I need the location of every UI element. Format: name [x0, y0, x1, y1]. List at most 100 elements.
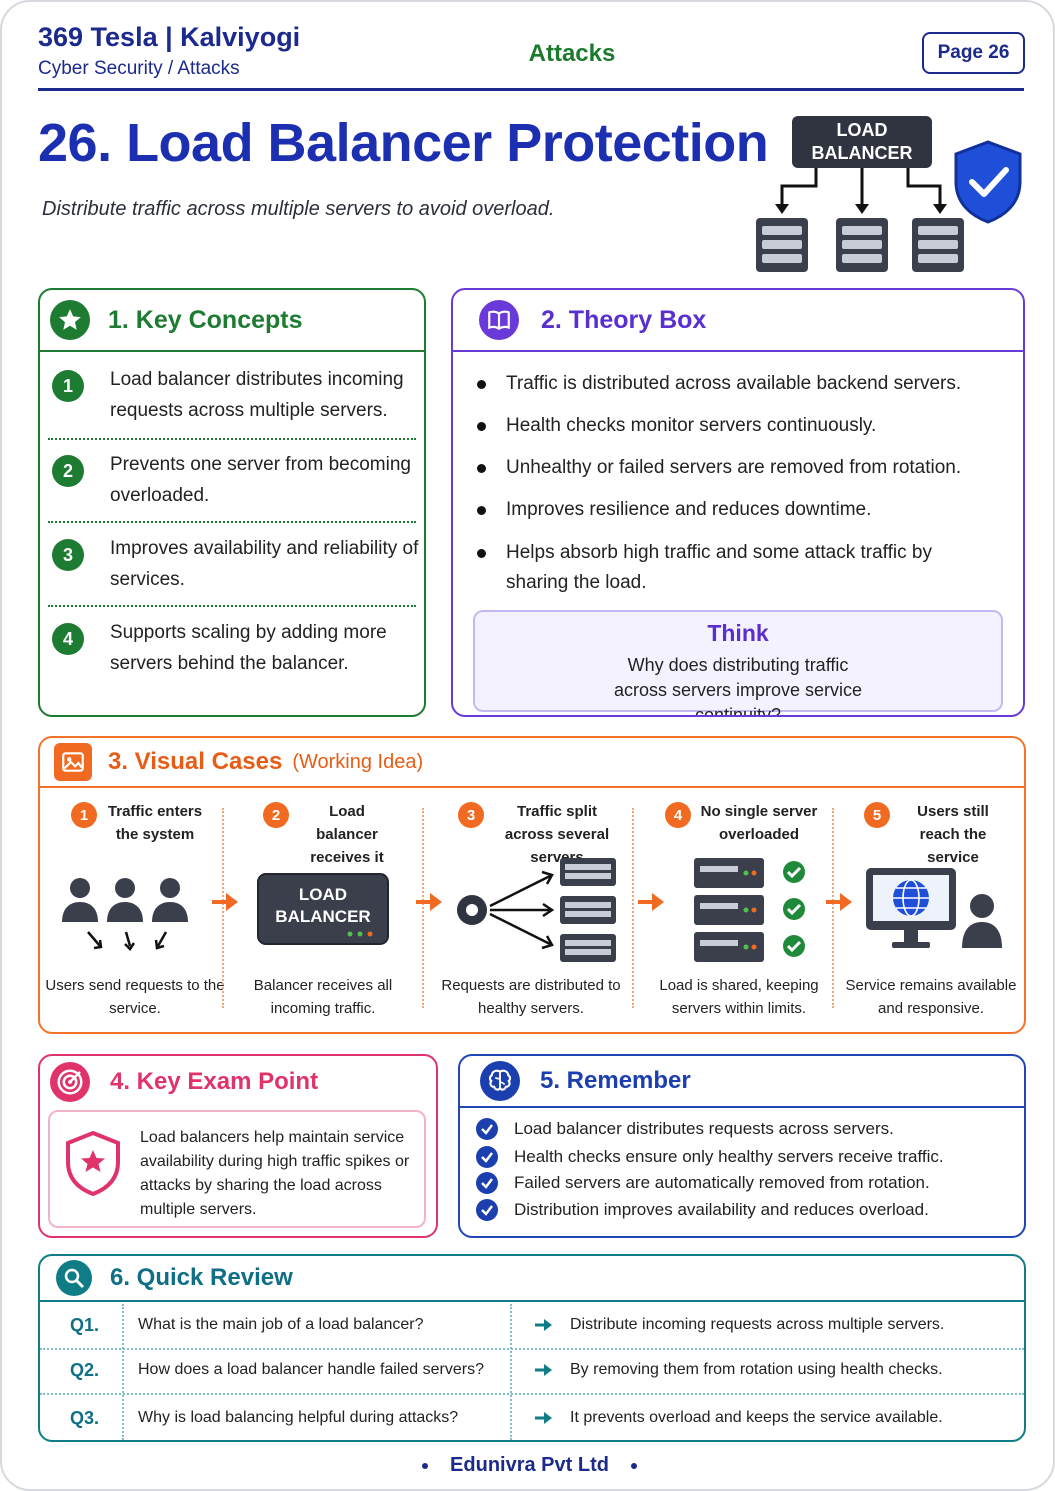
footer-company: Edunivra Pvt Ltd [450, 1454, 609, 1476]
step-caption: No single server overloaded [700, 803, 818, 843]
visual-cases-header: 3. Visual Cases (Working Idea) [40, 738, 1024, 788]
bullet-icon [630, 1462, 637, 1469]
theory-text: Traffic is distributed across available … [506, 373, 962, 394]
quick-review-panel: 6. Quick Review Q1. What is the main job… [38, 1254, 1026, 1442]
target-icon [50, 1062, 90, 1102]
page-subtitle: Distribute traffic across multiple serve… [42, 198, 555, 220]
remember-item: Failed servers are automatically removed… [476, 1172, 930, 1194]
theory-title: 2. Theory Box [541, 305, 707, 334]
bullet-icon [422, 1462, 429, 1469]
page-title: 26. Load Balancer Protection [38, 113, 769, 173]
theory-panel: 2. Theory Box Traffic is distributed acr… [451, 288, 1025, 717]
visual-step-5: 5 Users still reach the service [846, 800, 1024, 869]
question-text: How does a load balancer handle failed s… [138, 1361, 484, 1378]
step-desc: Requests are distributed to healthy serv… [441, 977, 621, 1017]
step-number: 1 [71, 802, 97, 828]
question-number: Q3. [70, 1407, 100, 1428]
check-icon [783, 861, 805, 957]
split-servers-icon [457, 858, 616, 962]
remember-title: 5. Remember [540, 1067, 691, 1094]
arrow-right-icon [535, 1364, 552, 1376]
load-balancer-icon: LOAD BALANCER [257, 873, 389, 945]
think-title: Think [707, 620, 769, 646]
check-icon [476, 1146, 498, 1168]
book-icon [479, 300, 519, 340]
key-concepts-header: 1. Key Concepts [40, 290, 424, 352]
review-row: Q1. What is the main job of a load balan… [40, 1302, 1024, 1348]
step-number: 4 [665, 802, 691, 828]
step-caption: Load balancer receives it [310, 803, 384, 866]
server-icon [560, 858, 616, 962]
review-row: Q3. Why is load balancing helpful during… [40, 1395, 1024, 1440]
theory-text: Unhealthy or failed servers are removed … [506, 457, 962, 478]
concept-item: 3 Improves availability and reliability … [48, 533, 420, 595]
exam-text: Load balancers help maintain service ava… [140, 1129, 410, 1218]
visual-step-1: 1 Traffic enters the system [48, 800, 228, 846]
arrow-right-icon [535, 1319, 552, 1331]
step-desc: Users send requests to the service. [45, 977, 225, 1017]
answer-text: It prevents overload and keeps the servi… [570, 1409, 943, 1426]
arrow-right-icon [416, 893, 442, 911]
concept-text: Load balancer distributes incoming reque… [110, 369, 404, 421]
divider [422, 808, 424, 1008]
image-icon [54, 743, 92, 781]
remember-text: Health checks ensure only healthy server… [514, 1147, 944, 1166]
divider [632, 808, 634, 1008]
theory-item: Helps absorb high traffic and some attac… [473, 538, 933, 598]
shield-star-icon [66, 1130, 120, 1196]
step-number: 3 [458, 802, 484, 828]
step-number: 2 [263, 802, 289, 828]
star-icon [50, 300, 90, 340]
divider [510, 1304, 512, 1440]
remember-text: Failed servers are automatically removed… [514, 1173, 930, 1192]
key-concepts-title: 1. Key Concepts [108, 305, 303, 334]
header-divider [38, 88, 1024, 91]
question-text: What is the main job of a load balancer? [138, 1316, 424, 1333]
visual-cases-title: 3. Visual Cases [108, 748, 283, 775]
footer: Edunivra Pvt Ltd [2, 1454, 1055, 1477]
concept-number: 2 [52, 455, 84, 487]
think-box: Think Why does distributing traffic acro… [473, 610, 1003, 715]
remember-item: Load balancer distributes requests acros… [476, 1118, 894, 1140]
answer-text: By removing them from rotation using hea… [570, 1361, 943, 1378]
theory-header: 2. Theory Box [453, 290, 1023, 352]
theory-text: Health checks monitor servers continuous… [506, 415, 877, 436]
divider [222, 808, 224, 1008]
arrow-right-icon [826, 893, 852, 911]
breadcrumb: Cyber Security / Attacks [38, 58, 240, 79]
question-number: Q1. [70, 1314, 100, 1335]
theory-item: Traffic is distributed across available … [473, 369, 1003, 399]
visual-cases-note: (Working Idea) [292, 750, 424, 773]
visual-step-4: 4 No single server overloaded [652, 800, 832, 846]
concept-item: 1 Load balancer distributes incoming req… [48, 364, 420, 426]
concept-number: 3 [52, 539, 84, 571]
arrow-right-icon [638, 893, 664, 911]
question-number: Q2. [70, 1359, 100, 1380]
brain-icon [480, 1061, 520, 1101]
concept-item: 2 Prevents one server from becoming over… [48, 449, 420, 511]
load-balancer-hero-icon: LOAD BALANCER [756, 116, 1022, 272]
step-caption: Traffic enters the system [107, 803, 203, 843]
step-caption: Users still reach the service [917, 803, 989, 866]
divider [48, 438, 416, 440]
divider [48, 521, 416, 523]
concept-text: Supports scaling by adding more servers … [110, 622, 387, 674]
step-desc: Load is shared, keeping servers within l… [659, 977, 819, 1017]
step-number: 5 [864, 802, 890, 828]
divider [48, 605, 416, 607]
concept-number: 4 [52, 623, 84, 655]
shield-check-icon [954, 140, 1022, 224]
think-question: Why does distributing traffic across ser… [613, 655, 863, 717]
concept-text: Prevents one server from becoming overlo… [110, 454, 411, 506]
monitor-globe-icon [866, 868, 1002, 948]
answer-text: Distribute incoming requests across mult… [570, 1316, 945, 1333]
exam-title: 4. Key Exam Point [110, 1068, 319, 1095]
brand-title: 369 Tesla | Kalviyogi [38, 22, 301, 52]
check-icon [476, 1172, 498, 1194]
exam-header: 4. Key Exam Point [50, 1060, 318, 1104]
topic-label: Attacks [528, 40, 616, 67]
key-concepts-panel: 1. Key Concepts 1 Load balancer distribu… [38, 288, 426, 717]
remember-panel: 5. Remember Load balancer distributes re… [458, 1054, 1026, 1238]
divider [40, 1393, 1024, 1395]
